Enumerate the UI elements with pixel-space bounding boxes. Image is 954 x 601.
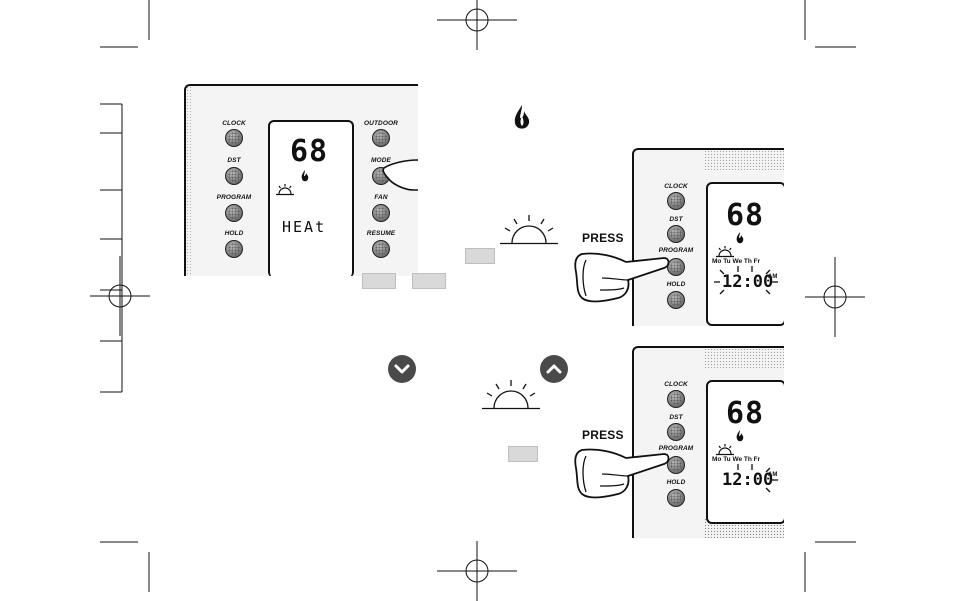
highlight-box [508, 446, 538, 462]
flame-icon [301, 170, 309, 182]
button-label-clock: CLOCK [664, 381, 688, 388]
display-temperature: 68 [290, 134, 329, 169]
display-mode-text: HEAt [282, 218, 327, 236]
panel-texture [186, 86, 192, 276]
highlight-box [362, 273, 396, 289]
display-days: Mo Tu We Th Fr [712, 456, 761, 463]
lcd-display: 68 Mo Tu We Th Fr 12:00 AM [700, 374, 786, 530]
button-label-clock: CLOCK [664, 183, 688, 190]
dst-button[interactable] [667, 225, 685, 243]
blink-rays [737, 464, 778, 493]
button-label-hold: HOLD [224, 230, 244, 237]
outdoor-button[interactable] [372, 129, 390, 147]
fan-button[interactable] [372, 204, 390, 222]
sunrise-icon [716, 444, 734, 456]
up-arrow-button[interactable] [540, 355, 568, 383]
display-temperature: 68 [726, 198, 765, 233]
hold-button[interactable] [667, 489, 685, 507]
button-label-outdoor: OUTDOOR [364, 120, 398, 127]
panel-texture [704, 150, 786, 170]
program-button[interactable] [225, 204, 243, 222]
button-label-hold: HOLD [666, 479, 686, 486]
thermostat-mode-panel: CLOCK DST PROGRAM HOLD 68 HEAt OUTDOOR M… [184, 84, 426, 276]
sunrise-icon [276, 184, 294, 196]
sunrise-icon [716, 246, 734, 258]
registration-mark-top [437, 0, 517, 50]
button-label-hold: HOLD [666, 281, 686, 288]
button-label-mode: MODE [371, 157, 391, 164]
hold-button[interactable] [667, 291, 685, 309]
clock-button[interactable] [667, 192, 685, 210]
dst-button[interactable] [225, 167, 243, 185]
thermostat-program-panel-2: CLOCK DST PROGRAM HOLD 68 Mo Tu We Th Fr… [632, 346, 786, 538]
pointing-hand-icon [574, 448, 670, 499]
blink-rays [714, 266, 778, 295]
button-label-clock: CLOCK [222, 120, 246, 127]
display-temperature: 68 [726, 396, 765, 431]
thermostat-program-panel-1: CLOCK DST PROGRAM HOLD 68 Mo Tu We Th Fr… [632, 148, 786, 326]
sunrise-icon [482, 380, 540, 410]
button-label-program: PROGRAM [658, 247, 694, 254]
button-label-program: PROGRAM [658, 445, 694, 452]
button-label-resume: RESUME [366, 230, 396, 237]
lcd-display: 68 Mo Tu We Th Fr 12:00 AM [700, 176, 786, 326]
press-instruction: PRESS [582, 231, 624, 245]
display-days: Mo Tu We Th Fr [712, 258, 761, 265]
press-instruction: PRESS [582, 428, 624, 442]
display-ampm: AM [768, 472, 778, 478]
clock-button[interactable] [667, 390, 685, 408]
clock-button[interactable] [225, 129, 243, 147]
panel-cutoff [784, 140, 804, 540]
up-arrow-icon [546, 364, 562, 374]
button-label-dst: DST [669, 414, 683, 421]
panel-texture [704, 348, 786, 368]
registration-mark-right [805, 257, 865, 337]
button-label-program: PROGRAM [216, 194, 252, 201]
highlight-box [412, 273, 446, 289]
button-label-dst: DST [669, 216, 683, 223]
registration-mark-bottom [437, 541, 517, 601]
resume-button[interactable] [372, 240, 390, 258]
display-ampm: AM [768, 274, 778, 280]
registration-mark-left [90, 256, 150, 336]
display-time: 12:00 [722, 470, 774, 490]
flame-icon [514, 105, 530, 129]
button-label-dst: DST [227, 157, 241, 164]
down-arrow-icon [394, 364, 410, 374]
highlight-box [465, 248, 495, 264]
flame-icon [736, 232, 744, 244]
program-button[interactable] [667, 456, 685, 474]
flame-icon [736, 430, 744, 442]
button-label-fan: FAN [374, 194, 388, 201]
down-arrow-button[interactable] [388, 355, 416, 383]
dst-button[interactable] [667, 423, 685, 441]
pointing-hand-icon [574, 252, 670, 303]
lcd-display: 68 HEAt [262, 114, 360, 276]
hold-button[interactable] [225, 240, 243, 258]
display-time: 12:00 [722, 272, 774, 292]
panel-cutoff [418, 80, 438, 280]
sunrise-icon [500, 215, 558, 245]
